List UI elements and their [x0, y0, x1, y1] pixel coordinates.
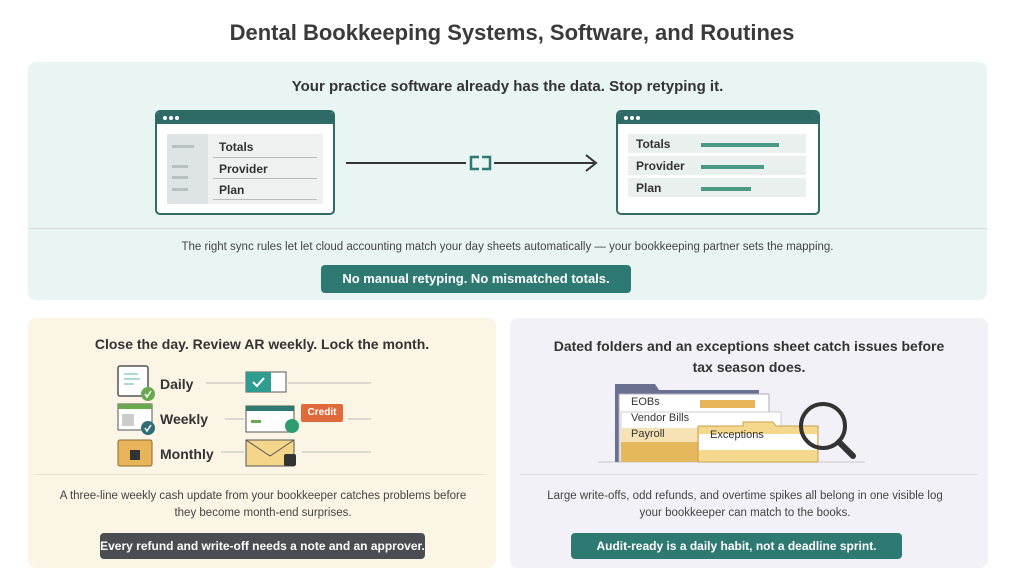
folder-eobs: EOBs	[631, 396, 660, 408]
ar-statement-icon	[245, 405, 299, 433]
row-monthly: Monthly	[160, 446, 214, 462]
locked-envelope-icon	[245, 439, 296, 467]
field-totals: Totals	[219, 140, 254, 154]
folders-panel: Dated folders and an exceptions sheet ca…	[510, 318, 988, 568]
link-icon	[469, 155, 492, 171]
field-totals: Totals	[636, 137, 671, 151]
accounting-window: Totals Provider Plan	[616, 110, 820, 215]
sync-arrow	[346, 154, 598, 172]
locked-briefcase-icon	[117, 439, 153, 467]
field-plan: Plan	[219, 183, 245, 197]
sync-caption: The right sync rules let let cloud accou…	[181, 241, 834, 253]
check-card-icon	[245, 371, 287, 393]
weekly-report-icon	[117, 403, 155, 435]
magnifier-icon	[799, 402, 856, 459]
field-provider: Provider	[636, 159, 685, 173]
row-daily: Daily	[160, 376, 194, 392]
folder-payroll: Payroll	[631, 428, 665, 440]
folder-exceptions: Exceptions	[710, 429, 764, 441]
folder-vendor-bills: Vendor Bills	[631, 412, 690, 424]
sync-pill: No manual retyping. No mismatched totals…	[321, 265, 631, 293]
folders-caption: Large write-offs, odd refunds, and overt…	[547, 490, 943, 519]
routine-panel: Close the day. Review AR weekly. Lock th…	[28, 318, 496, 568]
routine-pill: Every refund and write-off needs a note …	[100, 533, 425, 559]
sync-panel: Your practice software already has the d…	[28, 62, 987, 300]
field-plan: Plan	[636, 181, 662, 195]
practice-software-window: Totals Provider Plan	[155, 110, 335, 215]
folders-heading: Dated folders and an exceptions sheet ca…	[553, 338, 945, 375]
folders-pill: Audit-ready is a daily habit, not a dead…	[571, 533, 902, 559]
daily-sheet-icon	[117, 365, 155, 401]
folders-illustration	[598, 384, 865, 463]
sync-heading: Your practice software already has the d…	[291, 78, 724, 95]
routine-heading: Close the day. Review AR weekly. Lock th…	[94, 336, 430, 352]
credit-tag: Credit	[301, 404, 343, 422]
page-title: Dental Bookkeeping Systems, Software, an…	[229, 20, 795, 45]
field-provider: Provider	[219, 162, 268, 176]
routine-caption: A three-line weekly cash update from you…	[59, 490, 467, 519]
routine-illustration	[117, 365, 371, 467]
row-weekly: Weekly	[160, 411, 208, 427]
